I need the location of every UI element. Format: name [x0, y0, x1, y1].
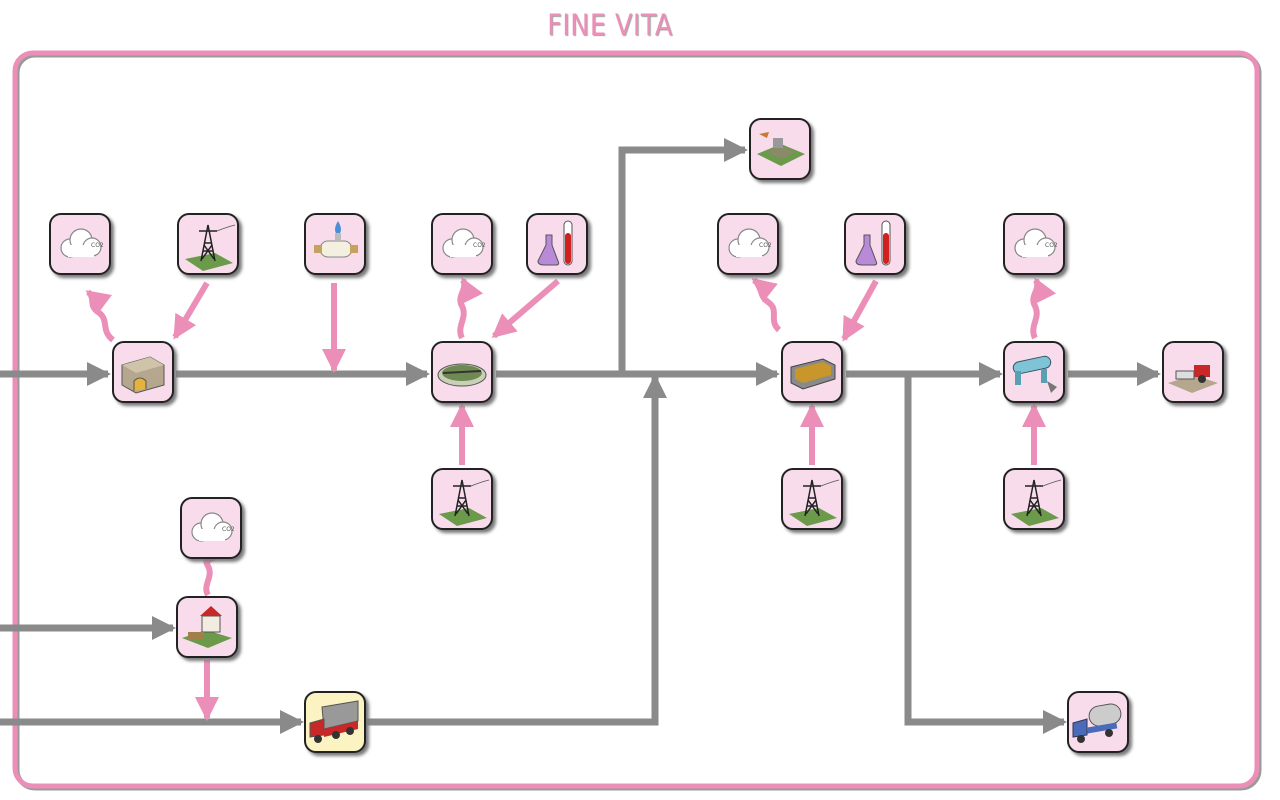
node-dump-truck[interactable]: [304, 691, 366, 753]
svg-text:CO2: CO2: [759, 242, 772, 249]
node-power-1[interactable]: [177, 213, 239, 275]
flow-to-landfill: [618, 138, 748, 374]
cloud-emission-icon: CO2: [1014, 228, 1058, 258]
tanker-truck-icon: [1072, 703, 1122, 743]
landfill-icon: [757, 132, 805, 166]
emission-digester: [751, 277, 782, 333]
emission-dewatering: [1030, 277, 1057, 340]
electricity-pylon-icon: [439, 479, 490, 526]
node-power-4[interactable]: [1003, 468, 1065, 530]
emission-pretreatment: [85, 289, 116, 343]
node-pretreatment[interactable]: [112, 341, 174, 403]
diagram-title: FINE VITA: [547, 8, 673, 42]
node-power-2[interactable]: [431, 468, 493, 530]
svg-text:CO2: CO2: [222, 526, 235, 533]
pretreatment-building-icon: [121, 356, 165, 394]
flow-to-tanker: [904, 374, 1067, 734]
node-tractor[interactable]: [1162, 341, 1224, 403]
water-pipe-icon: [314, 221, 358, 258]
svg-text:CO2: CO2: [91, 242, 104, 249]
node-emission-3[interactable]: CO2: [717, 213, 779, 275]
cloud-emission-icon: CO2: [728, 228, 772, 258]
dump-truck-icon: [309, 700, 359, 743]
chemicals-to-clarifier: [491, 278, 560, 339]
electricity-pylon-icon: [789, 479, 840, 526]
clarifier-tank-icon: [437, 363, 487, 387]
chemicals-to-digester: [841, 279, 879, 342]
chemicals-flask-icon: [537, 220, 573, 266]
electricity-pylon-icon: [1011, 479, 1062, 526]
boundary-frame: [14, 52, 1262, 791]
node-dewatering[interactable]: [1003, 341, 1065, 403]
node-emission-2[interactable]: CO2: [431, 213, 493, 275]
node-tanker[interactable]: [1067, 691, 1129, 753]
node-emission-1[interactable]: CO2: [49, 213, 111, 275]
node-water[interactable]: [304, 213, 366, 275]
node-landfill[interactable]: [749, 118, 811, 180]
boundary-frame: [12, 50, 1260, 789]
tractor-spreading-icon: [1168, 365, 1218, 393]
svg-text:CO2: CO2: [1045, 242, 1058, 249]
cloud-emission-icon: CO2: [60, 228, 104, 258]
emission-clarifier: [457, 277, 484, 340]
node-digester[interactable]: [781, 341, 843, 403]
node-chemicals-2[interactable]: [844, 213, 906, 275]
node-septic[interactable]: [176, 596, 238, 658]
main-flow-lines: [0, 138, 1161, 734]
chemicals-flask-icon: [855, 220, 891, 266]
power-to-pretreatment: [172, 281, 210, 340]
septic-house-icon: [182, 606, 232, 648]
sludge-digester-icon: [790, 358, 836, 390]
node-emission-5[interactable]: CO2: [180, 497, 242, 559]
cloud-emission-icon: CO2: [442, 228, 486, 258]
svg-text:CO2: CO2: [473, 242, 486, 249]
flow-truck-to-main: [366, 374, 667, 726]
node-emission-4[interactable]: CO2: [1003, 213, 1065, 275]
node-chemicals-1[interactable]: [526, 213, 588, 275]
node-clarifier[interactable]: [431, 341, 493, 403]
node-power-3[interactable]: [781, 468, 843, 530]
electricity-pylon-icon: [185, 224, 236, 271]
sludge-dewatering-machine-icon: [1012, 355, 1057, 393]
cloud-emission-icon: CO2: [191, 512, 235, 542]
